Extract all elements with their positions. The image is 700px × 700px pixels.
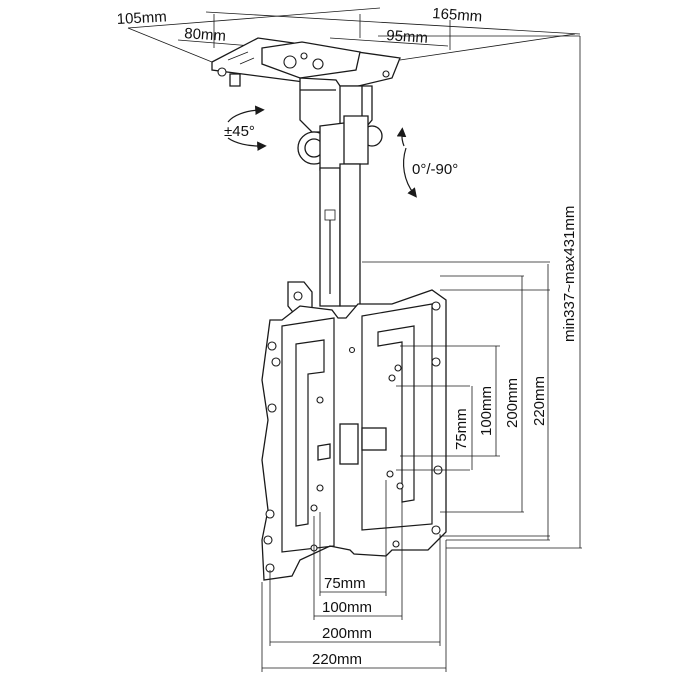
vertical-dimension-lines: [362, 35, 582, 549]
ceiling-plate: [211, 37, 401, 89]
vesa-plate: [261, 289, 447, 581]
dim-v75-label: 75mm: [453, 408, 470, 450]
vesa-holes: [263, 301, 443, 573]
dim-h100-label: 100mm: [322, 599, 372, 616]
dim-105-label: 105mm: [116, 8, 167, 28]
dim-80-label: 80mm: [184, 25, 227, 45]
height-range-label: min337~max431mm: [561, 206, 578, 342]
dim-165-label: 165mm: [432, 5, 483, 25]
swivel-label: ±45°: [224, 123, 255, 140]
dim-h220-label: 220mm: [312, 651, 362, 668]
horizontal-dimension-lines: [261, 480, 447, 672]
dim-95-label: 95mm: [386, 27, 429, 47]
telescoping-pole: [287, 163, 361, 317]
tilt-knob: [297, 115, 383, 171]
dim-h75-label: 75mm: [324, 575, 366, 592]
tilt-label: 0°/-90°: [412, 161, 458, 178]
tilt-arrow: [396, 127, 417, 198]
dim-h200-label: 200mm: [322, 625, 372, 642]
swivel-arrow: [227, 105, 267, 151]
dim-v220-label: 220mm: [531, 376, 548, 426]
dim-v200-label: 200mm: [504, 378, 521, 428]
top-dimension-lines: [127, 7, 581, 63]
dim-v100-label: 100mm: [478, 386, 495, 436]
